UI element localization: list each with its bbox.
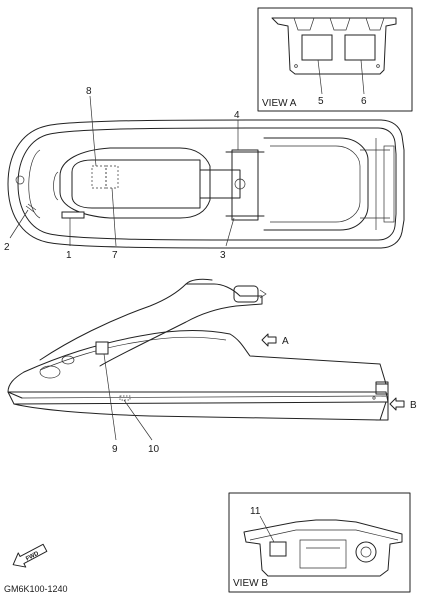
callout-10: 10 <box>148 444 160 455</box>
callout-11: 11 <box>250 506 261 517</box>
drawing-code: GM6K100-1240 <box>4 584 68 594</box>
bow-eye <box>15 175 25 185</box>
label-8-rect <box>91 165 107 189</box>
view-b-stern-plate <box>243 519 403 577</box>
view-b-title: VIEW B <box>233 578 268 589</box>
callout-2: 2 <box>4 242 10 253</box>
callout-6: 6 <box>361 96 367 107</box>
callout-3: 3 <box>220 250 226 261</box>
label-11-rect <box>269 541 287 557</box>
view-a-title: VIEW A <box>262 98 297 109</box>
label-10-rect <box>119 395 131 401</box>
side-view-hull: A B 9 10 <box>7 278 417 455</box>
callout-9: 9 <box>112 444 118 455</box>
label-5-rect <box>301 34 333 61</box>
handle-pole <box>39 283 263 367</box>
view-a-arrow <box>261 333 277 347</box>
fwd-arrow-icon <box>12 543 48 568</box>
view-a-inset: VIEW A 5 6 <box>257 7 413 112</box>
fwd-indicator: FWD <box>12 543 48 568</box>
label-6-rect <box>344 34 376 61</box>
view-a-marker: A <box>282 336 289 347</box>
callout-5: 5 <box>318 96 324 107</box>
callout-4: 4 <box>234 110 240 121</box>
view-b-frame <box>228 492 411 593</box>
top-view-hull: 8 4 7 3 1 2 <box>4 86 405 261</box>
callout-8: 8 <box>86 86 92 97</box>
view-b-marker: B <box>410 400 417 411</box>
hull-outline-top <box>7 119 405 249</box>
label-7-rect <box>105 165 119 189</box>
view-a-frame <box>257 7 413 112</box>
view-a-bracket <box>271 17 397 75</box>
label-1-rect <box>61 211 85 219</box>
view-b-inset: 11 VIEW B <box>228 492 411 593</box>
label-9-rect <box>95 341 109 355</box>
callout-1: 1 <box>66 250 72 261</box>
callout-7: 7 <box>112 250 118 261</box>
label-2-mark <box>25 203 37 213</box>
view-b-arrow <box>389 397 405 411</box>
